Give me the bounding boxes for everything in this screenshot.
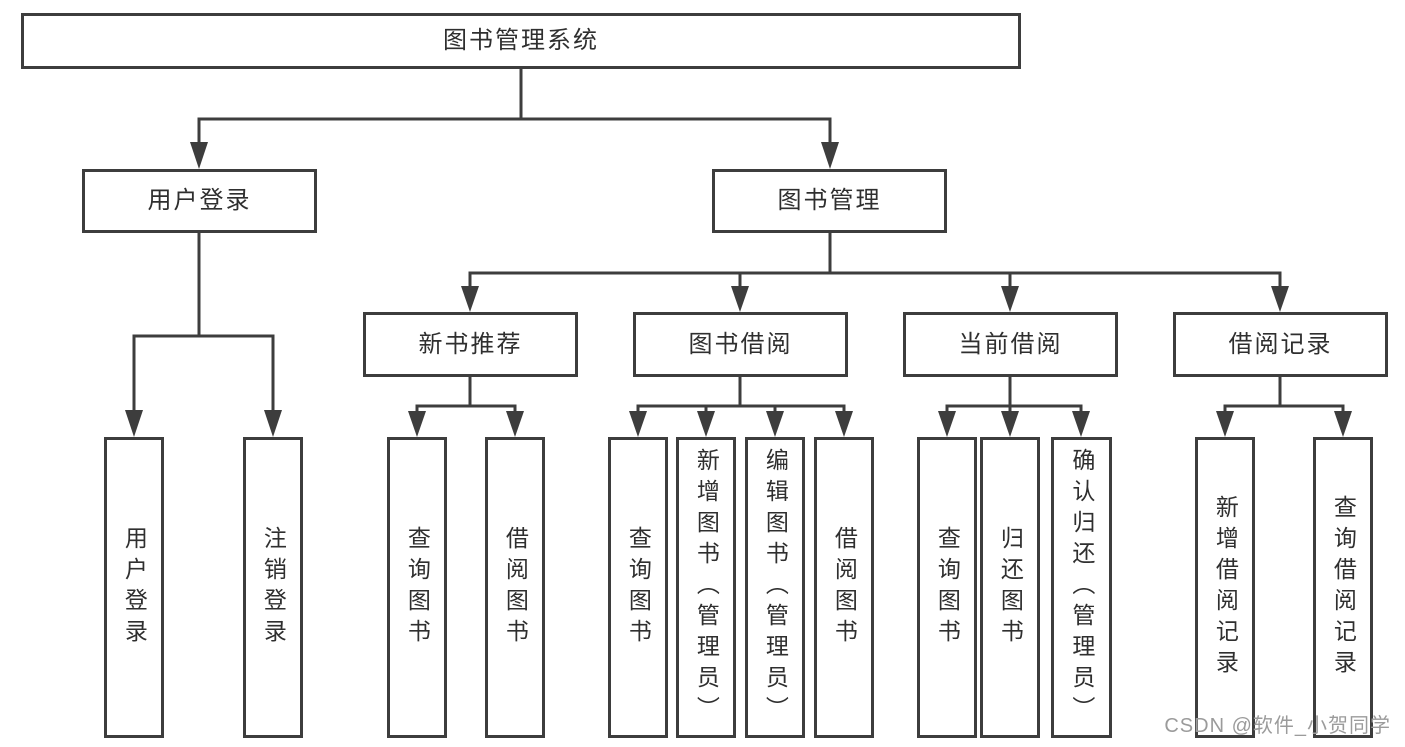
leaf-borrow-books-recommend: 借阅图书	[485, 437, 545, 738]
leaf-edit-books-admin: 编辑图书（管理员）	[745, 437, 805, 738]
leaf-query-books-current: 查询图书	[917, 437, 977, 738]
node-current-borrow: 当前借阅	[903, 312, 1118, 377]
csdn-watermark: CSDN @软件_小贺同学	[1164, 715, 1391, 737]
leaf-query-borrow-record: 查询借阅记录	[1313, 437, 1373, 738]
connector-root-to-level2	[190, 69, 839, 169]
connector-book-borrow-branch	[629, 377, 853, 437]
node-book-mgmt-branch: 图书管理	[712, 169, 947, 233]
leaf-return-books: 归还图书	[980, 437, 1040, 738]
node-root-system: 图书管理系统	[21, 13, 1021, 69]
node-new-book-recommend: 新书推荐	[363, 312, 578, 377]
connector-new-book-branch	[408, 377, 524, 437]
connector-borrow-records-branch	[1216, 377, 1352, 437]
node-borrow-records: 借阅记录	[1173, 312, 1388, 377]
node-book-borrow: 图书借阅	[633, 312, 848, 377]
node-user-login-branch: 用户登录	[82, 169, 317, 233]
leaf-user-login: 用户登录	[104, 437, 164, 738]
leaf-confirm-return-admin: 确认归还（管理员）	[1051, 437, 1112, 738]
leaf-borrow-books: 借阅图书	[814, 437, 874, 738]
connector-user-login-branch	[125, 233, 282, 437]
leaf-add-borrow-record: 新增借阅记录	[1195, 437, 1255, 738]
leaf-query-books-borrow: 查询图书	[608, 437, 668, 738]
connector-current-borrow-branch	[938, 377, 1090, 437]
connector-book-mgmt-branch	[461, 233, 1289, 312]
leaf-query-books-recommend: 查询图书	[387, 437, 447, 738]
leaf-add-books-admin: 新增图书（管理员）	[676, 437, 736, 738]
leaf-logout: 注销登录	[243, 437, 303, 738]
